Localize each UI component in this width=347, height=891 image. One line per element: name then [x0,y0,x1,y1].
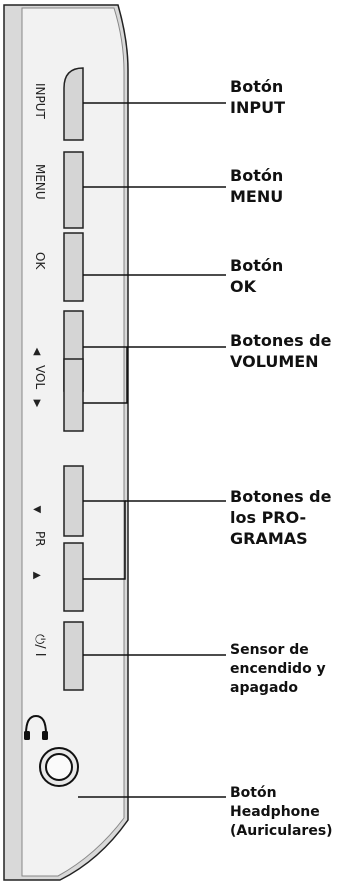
vol-up-symbol: ▲ [33,346,41,357]
headphone-icon [24,714,48,740]
input-button[interactable] [63,67,84,141]
ok-button[interactable] [63,232,84,302]
vol-text: VOL [33,365,47,389]
program-up-button[interactable] [63,465,84,537]
vol-down-symbol: ▼ [33,398,41,409]
program-down-button[interactable] [63,542,84,612]
callout-volume: Botones de VOLUMEN [230,331,332,371]
volume-leader [83,346,128,404]
power-symbol: ⏻/ I [32,634,47,657]
volume-down-button[interactable] [63,358,84,432]
callout-power: Sensor de encendido y apagado [230,642,326,696]
callout-menu: Botón MENU [230,166,284,206]
callout-ok: Botón OK [230,256,284,296]
pr-up-symbol: ◀ [33,504,41,515]
pr-down-symbol: ▶ [33,570,41,581]
programs-leader [83,500,126,580]
callout-programs: Botones de los PRO- GRAMAS [230,487,332,548]
input-text: INPUT [33,83,47,120]
power-sensor-button[interactable] [63,621,84,691]
callout-input: Botón INPUT [230,77,285,117]
callout-headphone: Botón Headphone (Auriculares) [230,785,333,839]
pr-text: PR [33,531,47,547]
menu-button[interactable] [63,151,84,229]
tv-side-body [3,4,129,881]
ok-text: OK [33,252,47,270]
headphone-jack[interactable] [39,747,79,787]
menu-text: MENU [33,164,47,200]
